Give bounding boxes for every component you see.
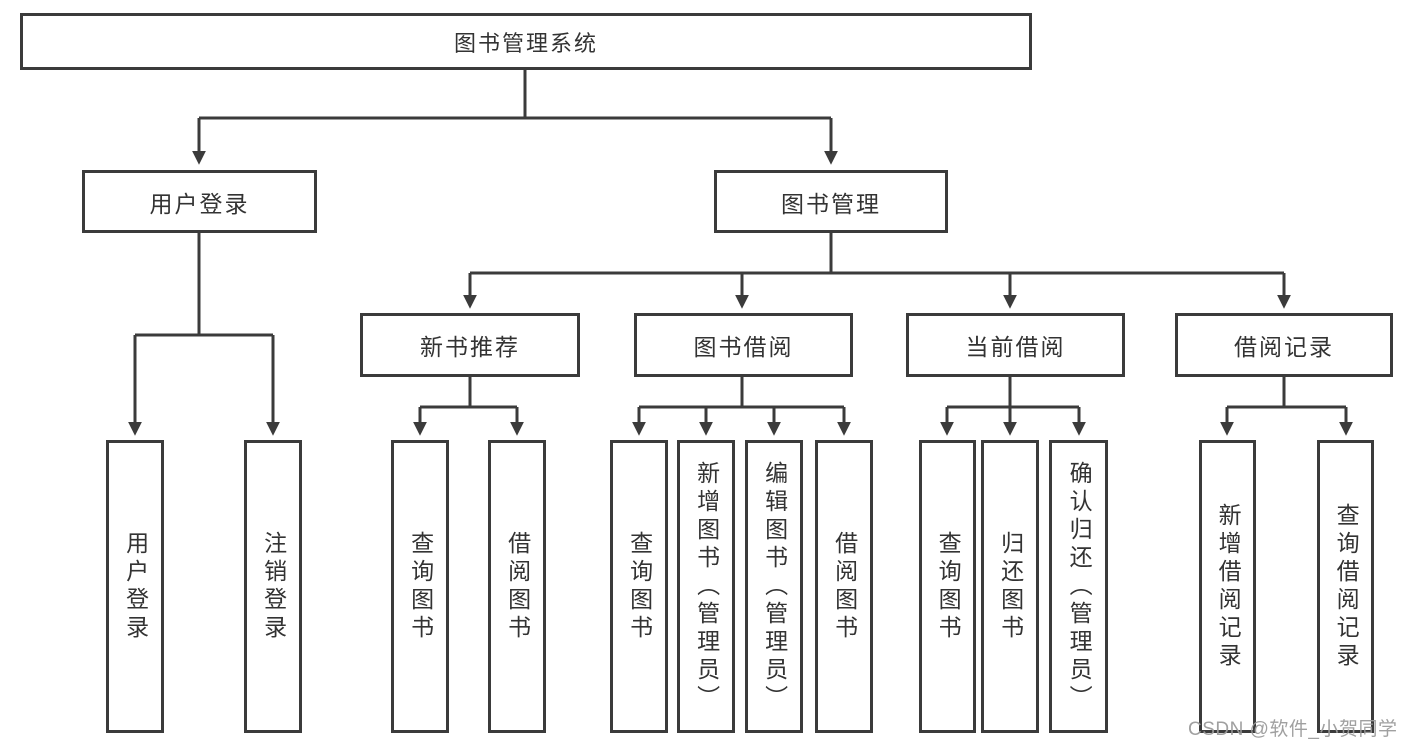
leaf-query-borrow-record: 查询借阅记录 — [1317, 440, 1374, 733]
leaf-user-login-label: 用户登录 — [122, 530, 149, 643]
node-root: 图书管理系统 — [20, 13, 1032, 70]
node-new-book-recommend-label: 新书推荐 — [420, 334, 520, 360]
leaf-logout: 注销登录 — [244, 440, 302, 733]
leaf-recommend-borrow-books-label: 借阅图书 — [504, 530, 531, 643]
leaf-add-books-admin: 新增图书（管理员） — [677, 440, 735, 733]
node-current-borrowing: 当前借阅 — [906, 313, 1125, 377]
node-book-management-label: 图书管理 — [781, 190, 881, 217]
leaf-return-books: 归还图书 — [981, 440, 1039, 733]
leaf-recommend-borrow-books: 借阅图书 — [488, 440, 546, 733]
leaf-user-login: 用户登录 — [106, 440, 164, 733]
leaf-query-borrow-record-label: 查询借阅记录 — [1333, 502, 1360, 671]
node-root-label: 图书管理系统 — [453, 30, 598, 56]
leaf-edit-books-admin: 编辑图书（管理员） — [745, 440, 803, 733]
node-borrow-records: 借阅记录 — [1175, 313, 1393, 377]
node-book-borrowing: 图书借阅 — [634, 313, 853, 377]
leaf-current-query-books: 查询图书 — [919, 440, 976, 733]
csdn-watermark: CSDN @软件_小贺同学 — [1188, 719, 1398, 740]
leaf-logout-label: 注销登录 — [260, 530, 287, 643]
leaf-confirm-return-admin: 确认归还（管理员） — [1049, 440, 1108, 733]
leaf-borrowing-query-books: 查询图书 — [610, 440, 668, 733]
node-borrow-records-label: 借阅记录 — [1234, 334, 1334, 360]
node-book-borrowing-label: 图书借阅 — [693, 334, 794, 360]
node-book-management: 图书管理 — [714, 170, 948, 233]
leaf-add-borrow-record: 新增借阅记录 — [1199, 440, 1256, 733]
node-user-login: 用户登录 — [82, 170, 317, 233]
leaf-borrowing-query-books-label: 查询图书 — [626, 530, 653, 643]
leaf-borrowing-borrow-books-label: 借阅图书 — [831, 530, 858, 643]
leaf-recommend-query-books: 查询图书 — [391, 440, 449, 733]
node-user-login-label: 用户登录 — [149, 190, 250, 217]
leaf-borrowing-borrow-books: 借阅图书 — [815, 440, 873, 733]
leaf-current-query-books-label: 查询图书 — [935, 530, 962, 643]
node-new-book-recommend: 新书推荐 — [360, 313, 580, 377]
leaf-return-books-label: 归还图书 — [997, 530, 1024, 643]
leaf-recommend-query-books-label: 查询图书 — [407, 530, 434, 643]
leaf-add-books-admin-label: 新增图书（管理员） — [693, 460, 720, 713]
leaf-confirm-return-admin-label: 确认归还（管理员） — [1066, 460, 1093, 713]
leaf-edit-books-admin-label: 编辑图书（管理员） — [761, 460, 788, 713]
leaf-add-borrow-record-label: 新增借阅记录 — [1215, 502, 1242, 671]
node-current-borrowing-label: 当前借阅 — [965, 334, 1066, 360]
